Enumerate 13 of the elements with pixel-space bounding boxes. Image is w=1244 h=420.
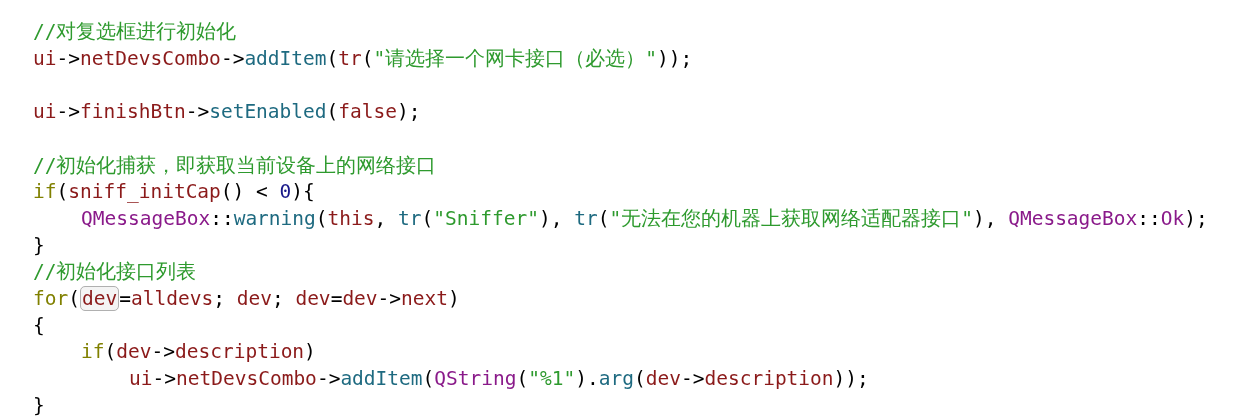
code-comment: //初始化接口列表 [33, 259, 197, 286]
code-line: } [33, 392, 45, 419]
code-line: ui->finishBtn->setEnabled(false); [33, 99, 421, 126]
code-line: } [33, 232, 45, 259]
code-line: { [33, 312, 45, 339]
code-line: ui->netDevsCombo->addItem(tr("请选择一个网卡接口（必选）")); [33, 45, 693, 72]
code-line: if(dev->description) [81, 339, 316, 366]
code-comment: //对复选框进行初始化 [33, 19, 237, 45]
code-line: QMessageBox::warning(this, tr("Sniffer"), tr("无法在您的机器上获取网络适配器接口"), QMessageBox::Ok); [81, 205, 1208, 232]
code-line: if(sniff_initCap() < 0){ [33, 179, 315, 206]
code-line: for(dev=alldevs; dev; dev=dev->next) [33, 286, 460, 312]
code-comment: //初始化捕获，即获取当前设备上的网络接口 [33, 152, 437, 179]
code-line: ui->netDevsCombo->addItem(QString("%1").arg(dev->description)); [129, 366, 869, 393]
